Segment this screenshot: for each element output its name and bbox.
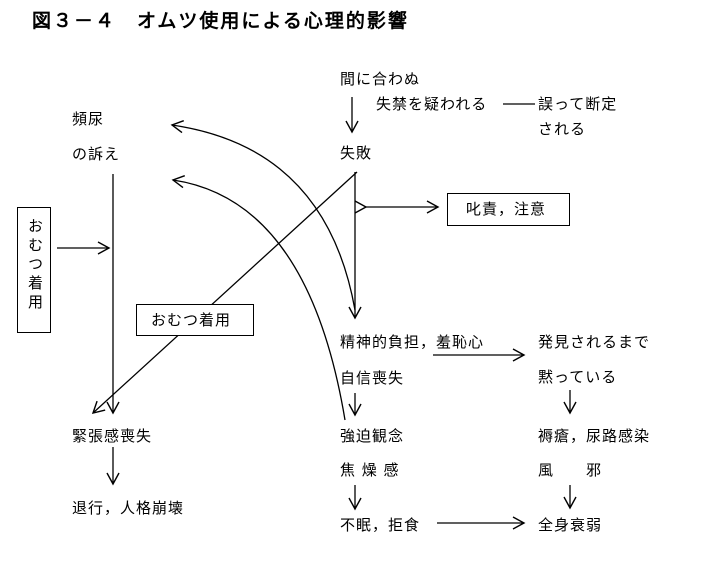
scold-box-label: 叱責，注意 (466, 200, 547, 218)
arrow-curve-to-complaint (171, 175, 346, 421)
node-loss-of-confidence: 自信喪失 (340, 369, 405, 387)
node-obsession: 強迫観念 (340, 427, 405, 445)
node-mental-burden: 精神的負担，羞恥心 (340, 333, 485, 351)
arrow-curve-to-frequent (170, 120, 356, 311)
diaper-box-center: おむつ着用 (136, 304, 254, 336)
node-cold: 風 邪 (538, 461, 603, 479)
diaper-box-vertical-label: おむつ着用 (26, 218, 44, 313)
node-not-in-time: 間に合わぬ (340, 70, 421, 88)
node-insomnia-refusal: 不眠，拒食 (340, 516, 421, 534)
node-frequent-urination: 頻尿 (72, 110, 105, 128)
figure-title: 図３－４ オムツ使用による心理的影響 (32, 10, 409, 32)
node-silent-until-found: 発見されるまで (538, 333, 651, 351)
diaper-box-vertical: おむつ着用 (17, 207, 51, 333)
arrow-fail-to-tension (91, 171, 358, 414)
diaper-box-center-label: おむつ着用 (151, 311, 232, 329)
node-anxiety: 焦 燥 感 (340, 461, 400, 479)
node-general-weakness: 全身衰弱 (538, 516, 603, 534)
node-misjudged: 誤って断定 (538, 95, 618, 113)
node-complaint: の訴え (72, 145, 121, 163)
node-failure: 失敗 (340, 144, 373, 162)
node-bedsore-infection: 褥瘡，尿路感染 (538, 427, 651, 445)
node-misjudged-2: される (538, 120, 587, 138)
scold-box: 叱責，注意 (447, 193, 570, 226)
node-suspected-incontinence: 失禁を疑われる (376, 95, 488, 113)
node-tension-loss: 緊張感喪失 (72, 427, 153, 445)
node-regression: 退行，人格崩壊 (72, 499, 185, 517)
node-silent-until-found-2: 黙っている (538, 368, 618, 386)
